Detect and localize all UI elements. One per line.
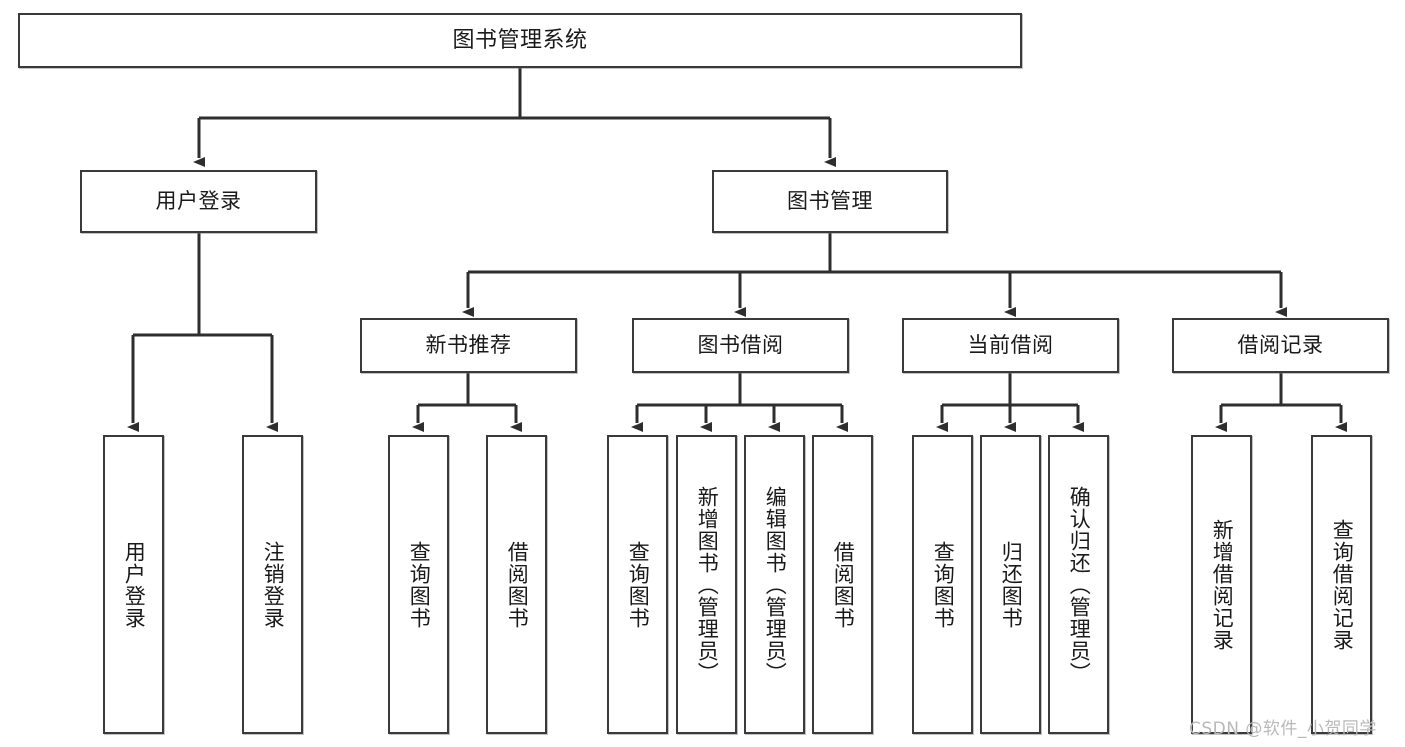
node-label: 图书借阅 [697, 333, 784, 358]
leaf-current-query-book[interactable]: 查询图书 [912, 435, 973, 734]
leaf-current-return-book[interactable]: 归还图书 [980, 435, 1041, 734]
node-label: 归还图书 [999, 540, 1024, 629]
node-label: 确认归还（管理员） [1067, 485, 1092, 684]
node-label: 编辑图书（管理员） [763, 485, 788, 684]
node-label: 注销登录 [261, 540, 286, 629]
leaf-recommend-borrow-book[interactable]: 借阅图书 [486, 435, 547, 734]
leaf-current-confirm-return[interactable]: 确认归还（管理员） [1048, 435, 1109, 734]
node-label: 查询借阅记录 [1330, 518, 1355, 651]
node-label: 用户登录 [155, 189, 242, 214]
node-label: 查询图书 [931, 540, 956, 629]
node-label: 借阅图书 [505, 540, 530, 629]
leaf-user-logout[interactable]: 注销登录 [242, 435, 303, 734]
node-label: 查询图书 [626, 540, 651, 629]
node-label: 图书管理 [787, 189, 873, 214]
leaf-borrow-borrow-book[interactable]: 借阅图书 [812, 435, 873, 734]
leaf-borrow-query-book[interactable]: 查询图书 [607, 435, 668, 734]
node-label: 用户登录 [122, 540, 147, 629]
leaf-record-add[interactable]: 新增借阅记录 [1191, 435, 1252, 734]
node-label: 新书推荐 [425, 333, 512, 358]
node-book-borrow[interactable]: 图书借阅 [632, 318, 849, 373]
node-label: 新增借阅记录 [1210, 518, 1235, 651]
csdn-watermark: CSDN @软件_小贺同学 [1189, 719, 1377, 739]
node-borrow-record[interactable]: 借阅记录 [1172, 318, 1389, 373]
node-label: 借阅图书 [831, 540, 856, 629]
node-current-borrow[interactable]: 当前借阅 [902, 318, 1119, 373]
leaf-recommend-query-book[interactable]: 查询图书 [388, 435, 449, 734]
node-book-management[interactable]: 图书管理 [712, 170, 948, 233]
leaf-user-login[interactable]: 用户登录 [103, 435, 164, 734]
node-label: 借阅记录 [1237, 333, 1324, 358]
node-label: 当前借阅 [967, 333, 1054, 358]
node-user-login[interactable]: 用户登录 [80, 170, 317, 233]
node-root[interactable]: 图书管理系统 [18, 13, 1022, 68]
leaf-borrow-edit-book[interactable]: 编辑图书（管理员） [744, 435, 805, 734]
node-label: 新增图书（管理员） [695, 485, 720, 684]
leaf-borrow-add-book[interactable]: 新增图书（管理员） [676, 435, 737, 734]
node-new-book-recommendation[interactable]: 新书推荐 [360, 318, 577, 373]
node-label: 图书管理系统 [452, 27, 588, 53]
leaf-record-query[interactable]: 查询借阅记录 [1311, 435, 1372, 734]
node-label: 查询图书 [407, 540, 432, 629]
